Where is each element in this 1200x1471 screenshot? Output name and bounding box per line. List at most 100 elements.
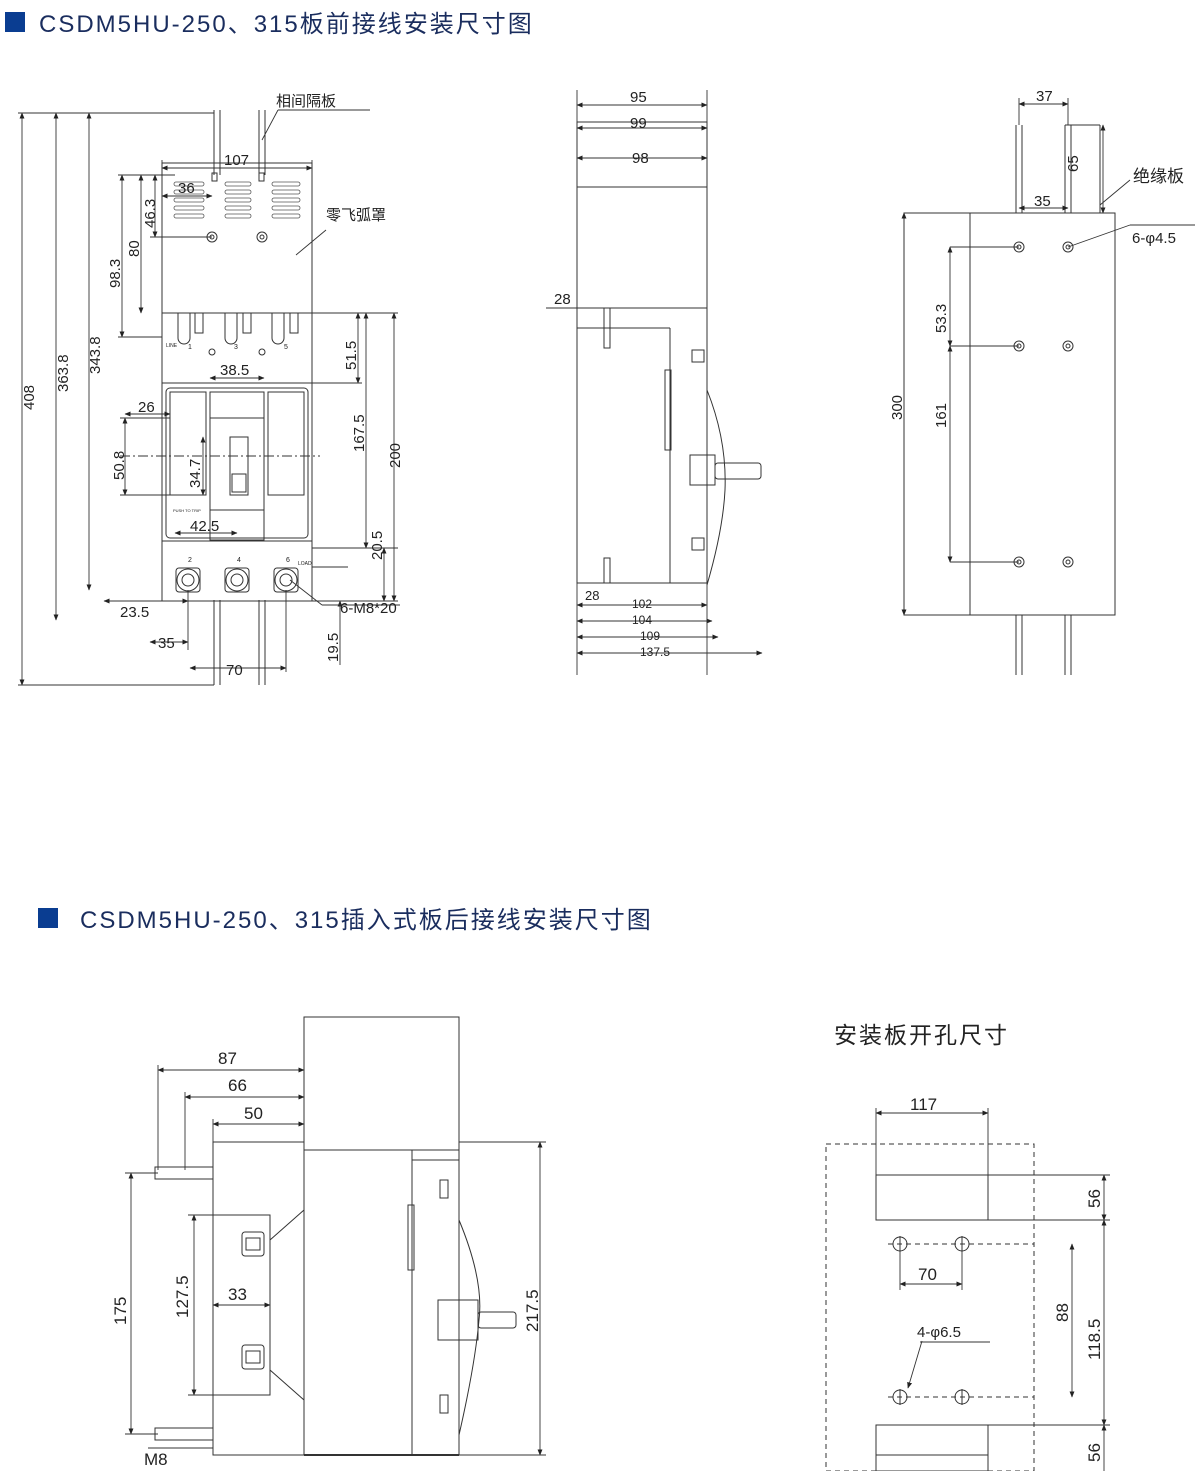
- plugin-dimension-labels: 87 66 50 175 127.5 33 217.5 M8: [111, 1049, 542, 1469]
- terminal-5: 5: [284, 344, 288, 351]
- dim-363-8: 363.8: [55, 354, 72, 392]
- dim-98: 98: [632, 150, 649, 167]
- dim-102: 102: [632, 597, 652, 611]
- plugin-handle: [477, 1311, 517, 1329]
- side-dimension-labels: 95 99 98 28 28 102 104 109 137.5: [554, 89, 670, 659]
- dim-36: 36: [178, 180, 195, 197]
- header-square-icon: [38, 907, 58, 928]
- dim-98-3: 98.3: [107, 259, 124, 288]
- dim-343-8: 343.8: [87, 336, 104, 374]
- dim-46-3: 46.3: [142, 199, 159, 228]
- terminal-2: 2: [188, 557, 192, 564]
- dim-51-5: 51.5: [343, 341, 360, 370]
- dim-161: 161: [933, 403, 950, 428]
- arc-cover-label: 零飞弧罩: [326, 207, 386, 224]
- dim-95: 95: [630, 89, 647, 106]
- front-section-header: CSDM5HU-250、315板前接线安装尺寸图: [5, 4, 534, 39]
- holes-label-cutout: 4-φ6.5: [917, 1324, 961, 1341]
- dim-35-rear: 35: [1034, 193, 1051, 210]
- dim-104: 104: [632, 613, 652, 627]
- push-label: PUSH TO TRIP: [173, 508, 201, 513]
- plugin-base: [212, 1141, 305, 1456]
- screw-icon: [256, 231, 268, 243]
- cutout-dimensions: [875, 1108, 1110, 1471]
- handle: [229, 436, 249, 496]
- front-dimension-labels: 相间隔板 107 36 零飞弧罩 46.3 80 98.3 408 363.8 …: [21, 92, 404, 679]
- dim-70-cutout: 70: [918, 1265, 937, 1284]
- rear-section-title: CSDM5HU-250、315插入式板后接线安装尺寸图: [80, 907, 653, 934]
- plugin-body: [303, 1149, 460, 1456]
- dim-118-5: 118.5: [1085, 1319, 1104, 1360]
- front-section-title: CSDM5HU-250、315板前接线安装尺寸图: [39, 11, 534, 38]
- front-view: [120, 110, 320, 685]
- dim-87: 87: [218, 1049, 237, 1068]
- insulation-label: 绝缘板: [1133, 167, 1184, 186]
- vent-slots: [173, 181, 301, 219]
- dim-19-5: 19.5: [325, 633, 342, 662]
- partition-label: 相间隔板: [276, 92, 336, 110]
- terminal-6: 6: [286, 557, 290, 564]
- cutout-dimension-labels: 117 56 70 88 118.5 4-φ6.5 56: [910, 1095, 1104, 1462]
- dim-175: 175: [111, 1297, 130, 1325]
- plate-outline: [825, 1143, 1035, 1471]
- rear-view: [903, 124, 1116, 675]
- dim-50: 50: [244, 1104, 263, 1123]
- dim-28-top: 28: [554, 291, 571, 308]
- dim-53-3: 53.3: [933, 304, 950, 333]
- dim-42-5: 42.5: [190, 518, 219, 535]
- breaker-body: [161, 382, 313, 542]
- dim-50-8: 50.8: [111, 451, 128, 480]
- side-view: [576, 121, 762, 586]
- dim-28-bottom: 28: [585, 588, 599, 603]
- cutout-title: 安装板开孔尺寸: [834, 1022, 1009, 1048]
- dim-127-5: 127.5: [173, 1275, 192, 1318]
- dim-23-5: 23.5: [120, 604, 149, 621]
- header-square-icon: [5, 11, 25, 32]
- rear-dimension-labels: 37 65 35 绝缘板 6-φ4.5 53.3 161 300: [889, 88, 1184, 428]
- mount-hole-icon: [1062, 241, 1074, 253]
- line-label: LINE: [166, 343, 178, 349]
- dim-88: 88: [1053, 1303, 1072, 1322]
- front-dimensions: [18, 109, 400, 686]
- cutout-bottom: [875, 1454, 989, 1471]
- dim-117: 117: [910, 1095, 937, 1114]
- rear-section-header: CSDM5HU-250、315插入式板后接线安装尺寸图: [38, 900, 653, 935]
- side-dimensions: [546, 90, 763, 675]
- terminal-numbers: 1 3 5 2 4 6 LINE LOAD PUSH TO TRIP: [166, 343, 312, 567]
- dim-70: 70: [226, 662, 243, 679]
- dim-34-7: 34.7: [187, 459, 204, 488]
- dim-35: 35: [158, 635, 175, 652]
- dim-408: 408: [21, 385, 38, 410]
- holes-label-rear: 6-φ4.5: [1132, 230, 1176, 247]
- cutout-top: [875, 1174, 989, 1221]
- dim-200: 200: [387, 443, 404, 468]
- plugin-dimensions: [125, 1065, 546, 1456]
- dim-137-5: 137.5: [640, 645, 670, 659]
- dim-80: 80: [126, 240, 143, 257]
- dim-99: 99: [630, 115, 647, 132]
- dim-56-top: 56: [1085, 1189, 1104, 1208]
- plugin-view: [154, 1016, 517, 1456]
- side-body: [576, 307, 708, 584]
- dim-20-5: 20.5: [369, 531, 386, 560]
- terminal-1: 1: [188, 344, 192, 351]
- dim-56-bottom: 56: [1085, 1443, 1104, 1462]
- dim-26: 26: [138, 399, 155, 416]
- cutout-view: [825, 1143, 1035, 1471]
- dim-66: 66: [228, 1076, 247, 1095]
- dim-m8: M8: [144, 1450, 168, 1469]
- dim-33: 33: [228, 1285, 247, 1304]
- plugin-cover: [303, 1016, 460, 1151]
- bottom-terminal-block: [161, 540, 313, 602]
- side-handle: [714, 462, 762, 480]
- mount-hole-icon: [1062, 556, 1074, 568]
- terminal-4: 4: [237, 557, 241, 564]
- dim-107: 107: [224, 152, 249, 169]
- dim-217-5: 217.5: [523, 1289, 542, 1332]
- dim-167-5: 167.5: [351, 414, 368, 452]
- mount-hole-icon: [1062, 340, 1074, 352]
- dim-37: 37: [1036, 88, 1053, 105]
- dim-65: 65: [1065, 155, 1082, 172]
- dim-109: 109: [640, 629, 660, 643]
